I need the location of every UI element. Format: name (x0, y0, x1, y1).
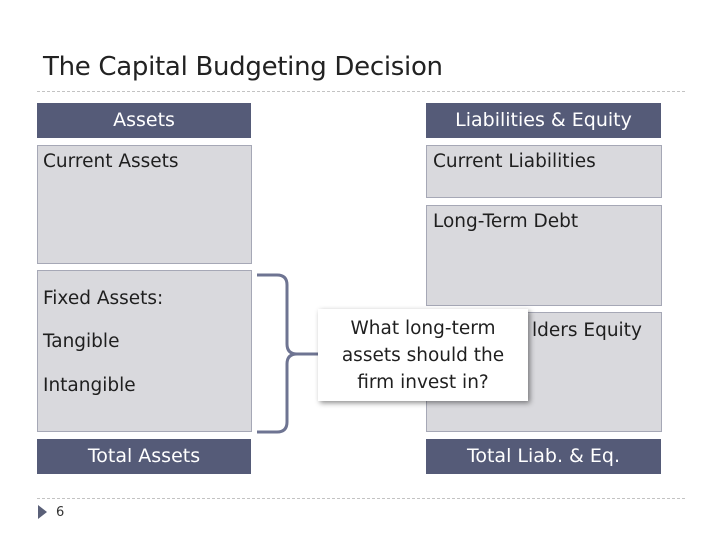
bracket-line (257, 273, 323, 434)
fixed-assets-label: Fixed Assets: (43, 288, 164, 309)
long-term-debt-box: Long-Term Debt (426, 205, 662, 306)
liabilities-equity-header: Liabilities & Equity (426, 103, 661, 138)
current-assets-label: Current Assets (43, 151, 179, 172)
current-liabilities-label: Current Liabilities (433, 151, 596, 172)
footer-divider (37, 498, 685, 499)
page-number: 6 (56, 505, 65, 520)
intangible-label: Intangible (43, 375, 136, 396)
title-divider (37, 91, 685, 92)
callout-line-1: What long-term (350, 318, 496, 339)
shareholders-equity-label: lders Equity (532, 320, 642, 341)
tangible-label: Tangible (43, 331, 120, 352)
fixed-assets-box: Fixed Assets: Tangible Intangible (37, 270, 252, 432)
bullet-arrow-icon (38, 505, 47, 519)
bracket-connector (257, 273, 323, 434)
total-liab-eq-bar: Total Liab. & Eq. (426, 439, 661, 474)
slide-title: The Capital Budgeting Decision (43, 52, 443, 82)
callout-line-3: firm invest in? (357, 372, 489, 393)
assets-header: Assets (37, 103, 251, 138)
total-assets-bar: Total Assets (37, 439, 251, 474)
long-term-debt-label: Long-Term Debt (433, 211, 579, 232)
question-callout: What long-term assets should the firm in… (318, 309, 528, 401)
callout-line-2: assets should the (341, 345, 505, 366)
current-liabilities-box: Current Liabilities (426, 145, 662, 198)
current-assets-box: Current Assets (37, 145, 252, 264)
